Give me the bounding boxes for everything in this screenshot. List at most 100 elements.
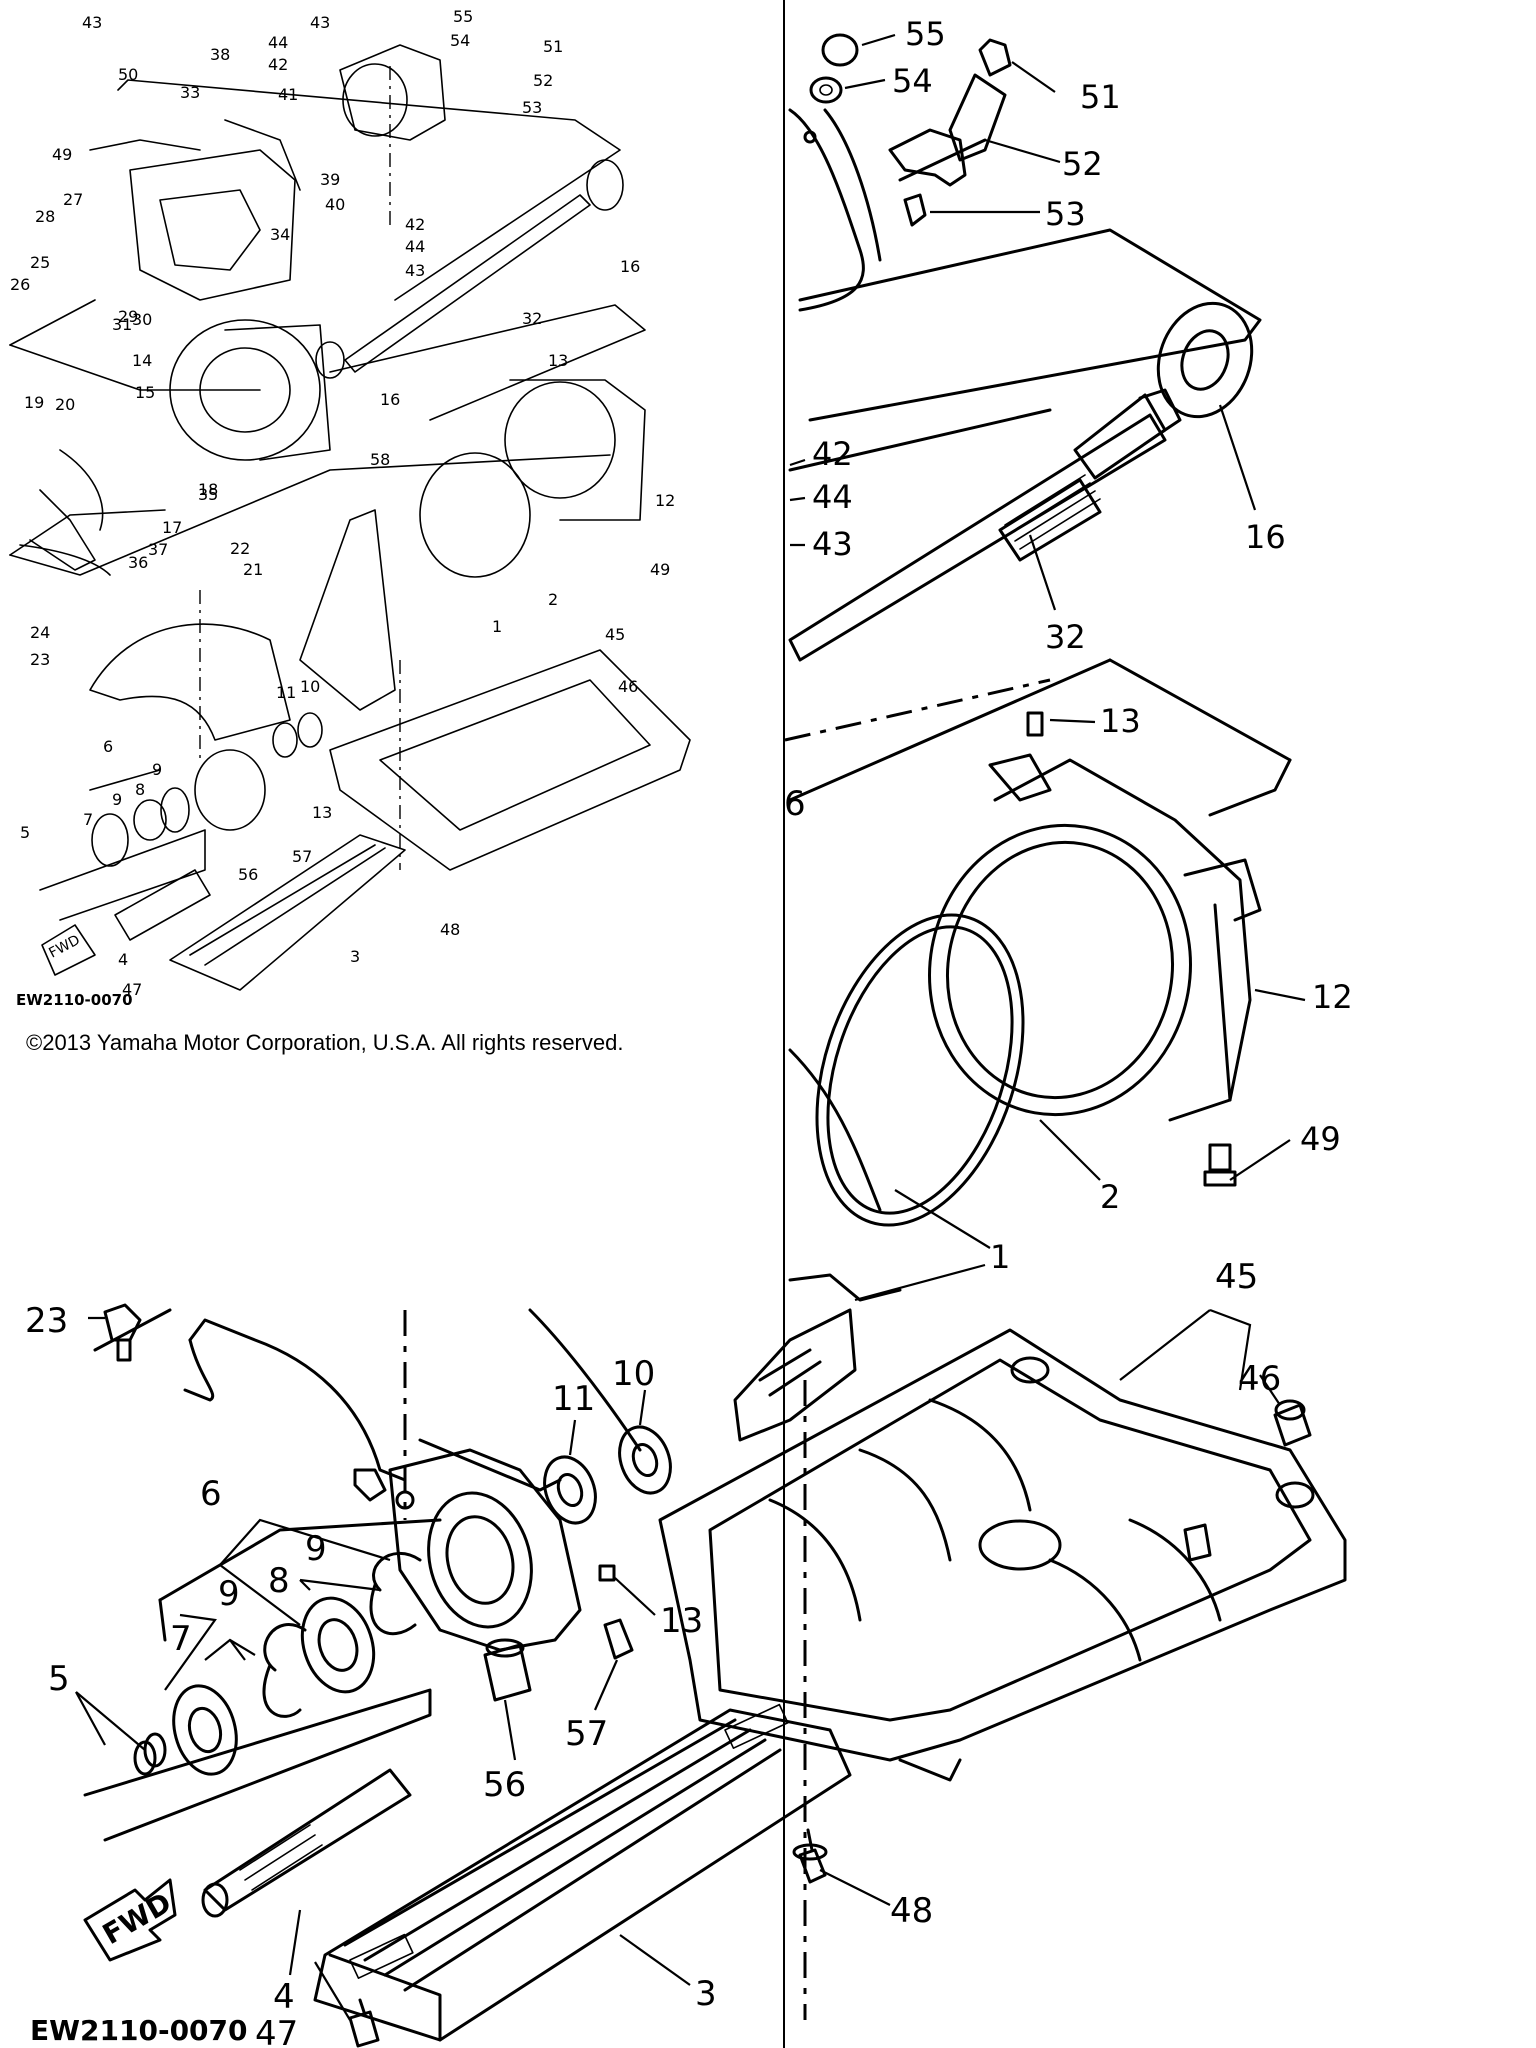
- label-49-small-b: 49: [650, 560, 670, 579]
- label-39-small: 39: [320, 170, 340, 189]
- label-5-small: 5: [20, 823, 30, 842]
- label-9-a: 9: [305, 1529, 327, 1569]
- label-18-small: 18: [198, 480, 218, 499]
- label-46-small: 46: [618, 677, 638, 696]
- label-38-small: 38: [210, 45, 230, 64]
- label-20-small: 20: [55, 395, 75, 414]
- label-8-small: 8: [135, 780, 145, 799]
- diagram-code: EW2110-0070: [30, 2014, 248, 2047]
- label-40-small: 40: [325, 195, 345, 214]
- label-32-small: 32: [522, 309, 542, 328]
- label-45: 45: [1215, 1257, 1258, 1297]
- label-31-small: 31: [112, 315, 132, 334]
- label-22-small: 22: [230, 539, 250, 558]
- label-2: 2: [1100, 1178, 1120, 1216]
- label-42: 42: [812, 435, 853, 473]
- label-28-small: 28: [35, 207, 55, 226]
- label-30-small: 30: [132, 310, 152, 329]
- fwd-arrow-label: FWD: [97, 1886, 177, 1951]
- label-9-small-b: 9: [112, 790, 122, 809]
- label-35-small: 35: [198, 485, 218, 504]
- label-6-small: 6: [103, 737, 113, 756]
- label-13-small-a: 13: [548, 351, 568, 370]
- label-49-small-a: 49: [52, 145, 72, 164]
- label-19-small: 19: [24, 393, 44, 412]
- label-56: 56: [483, 1765, 526, 1805]
- label-3: 3: [695, 1974, 717, 2014]
- label-7: 7: [170, 1619, 192, 1659]
- label-58-small: 58: [370, 450, 390, 469]
- label-9-b: 9: [218, 1574, 240, 1614]
- label-12: 12: [1312, 978, 1353, 1016]
- label-36-small: 36: [128, 553, 148, 572]
- zoom-bottom: FWD: [25, 784, 1347, 2048]
- label-52-small: 52: [533, 71, 553, 90]
- label-47-small: 47: [122, 980, 142, 999]
- label-43-small: 43: [82, 13, 102, 32]
- label-57-small: 57: [292, 847, 312, 866]
- label-33-small: 33: [180, 83, 200, 102]
- label-37-small: 37: [148, 540, 168, 559]
- label-50-small: 50: [118, 65, 138, 84]
- label-43: 43: [812, 525, 853, 563]
- label-34-small: 34: [270, 225, 290, 244]
- label-7-small: 7: [83, 810, 93, 829]
- label-16-small-a: 16: [620, 257, 640, 276]
- label-2-small: 2: [548, 590, 558, 609]
- label-8: 8: [268, 1561, 290, 1601]
- label-23: 23: [25, 1301, 68, 1341]
- label-44-small-b: 44: [405, 237, 425, 256]
- overview-diagram: FWD 43 43 44 42 55 54 51 52 53 38 50 33 …: [9, 7, 691, 1009]
- zoom-top-right: 55 54 51 52 53 16 32 42 44 43 13 12 49 2…: [783, 0, 1353, 2048]
- label-4: 4: [273, 1977, 295, 2017]
- label-4-small: 4: [118, 950, 128, 969]
- label-17-small: 17: [162, 518, 182, 537]
- label-47: 47: [255, 2014, 298, 2048]
- label-24-small: 24: [30, 623, 50, 642]
- label-53-small: 53: [522, 98, 542, 117]
- label-29-small: 29: [118, 307, 138, 326]
- label-49: 49: [1300, 1120, 1341, 1158]
- diagram-code-small: EW2110-0070: [16, 991, 133, 1009]
- label-51-small: 51: [543, 37, 563, 56]
- label-13-a: 13: [1100, 702, 1141, 740]
- label-25-small: 25: [30, 253, 50, 272]
- label-52: 52: [1062, 145, 1103, 183]
- label-1-small: 1: [492, 617, 502, 636]
- label-57: 57: [565, 1714, 608, 1754]
- label-10: 10: [612, 1354, 655, 1394]
- label-13-small-b: 13: [312, 803, 332, 822]
- copyright-notice: ©2013 Yamaha Motor Corporation, U.S.A. A…: [26, 1030, 624, 1055]
- label-48-small: 48: [440, 920, 460, 939]
- label-6-cropped: 6: [784, 784, 806, 824]
- label-42-small-a: 42: [268, 55, 288, 74]
- label-27-small: 27: [63, 190, 83, 209]
- label-46: 46: [1238, 1359, 1281, 1399]
- label-56-small: 56: [238, 865, 258, 884]
- label-16-small-b: 16: [380, 390, 400, 409]
- label-32: 32: [1045, 618, 1086, 656]
- label-54: 54: [892, 62, 933, 100]
- label-6: 6: [200, 1474, 222, 1514]
- label-55-small: 55: [453, 7, 473, 26]
- label-1: 1: [990, 1238, 1010, 1276]
- label-15-small: 15: [135, 383, 155, 402]
- label-44: 44: [812, 478, 853, 516]
- label-45-small: 45: [605, 625, 625, 644]
- label-12-small: 12: [655, 491, 675, 510]
- label-11-small: 11: [276, 683, 296, 702]
- label-54-small: 54: [450, 31, 470, 50]
- label-53: 53: [1045, 195, 1086, 233]
- label-48: 48: [890, 1891, 933, 1931]
- label-13-b: 13: [660, 1601, 703, 1641]
- label-21-small: 21: [243, 560, 263, 579]
- label-14-small: 14: [132, 351, 152, 370]
- label-10-small: 10: [300, 677, 320, 696]
- label-5: 5: [48, 1659, 70, 1699]
- label-3-small: 3: [350, 947, 360, 966]
- label-43-small-a: 43: [310, 13, 330, 32]
- fwd-arrow-label-small: FWD: [46, 932, 82, 961]
- label-9-small-a: 9: [152, 760, 162, 779]
- label-26-small: 26: [10, 275, 30, 294]
